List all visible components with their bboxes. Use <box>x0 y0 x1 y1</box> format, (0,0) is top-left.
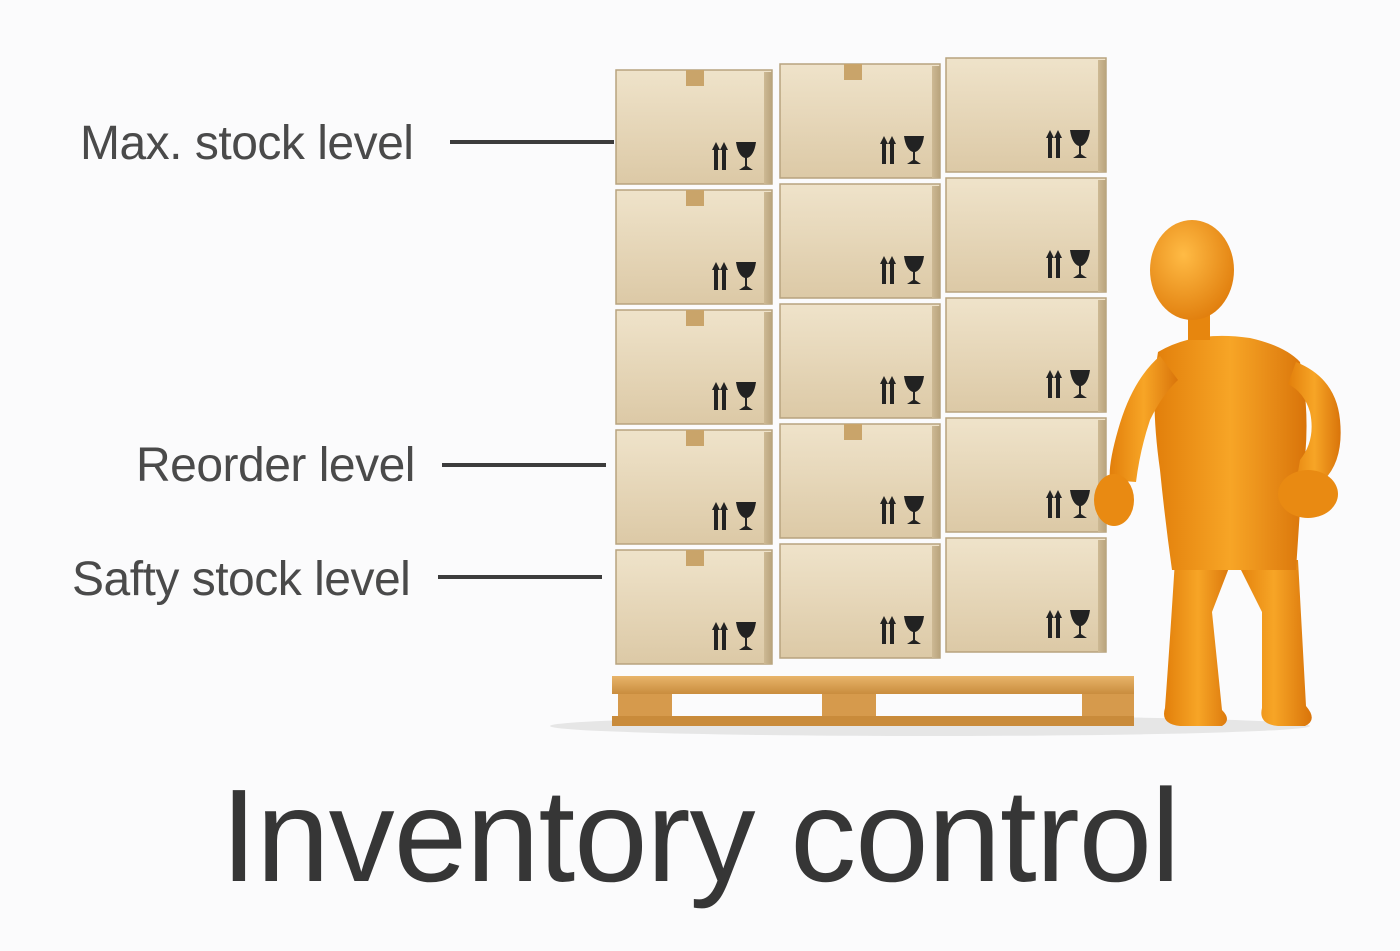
cardboard-box <box>945 417 1107 533</box>
tape <box>686 70 704 86</box>
cardboard-box <box>615 549 773 665</box>
this-side-up-and-fragile-icon <box>880 616 924 644</box>
max-stock-level-label: Max. stock level <box>80 117 414 170</box>
cardboard-box <box>779 543 941 659</box>
this-side-up-and-fragile-icon <box>1046 250 1090 278</box>
this-side-up-and-fragile-icon <box>1046 370 1090 398</box>
tape <box>686 430 704 446</box>
this-side-up-and-fragile-icon <box>880 496 924 524</box>
cardboard-box <box>945 297 1107 413</box>
this-side-up-and-fragile-icon <box>880 136 924 164</box>
this-side-up-and-fragile-icon <box>712 502 756 530</box>
cardboard-box <box>779 423 941 539</box>
this-side-up-and-fragile-icon <box>1046 130 1090 158</box>
cardboard-box <box>615 189 773 305</box>
cardboard-box <box>779 63 941 179</box>
cardboard-box <box>615 429 773 545</box>
max-stock-level-leader-line <box>450 140 614 144</box>
page-title: Inventory control <box>220 762 1181 909</box>
cardboard-box <box>779 183 941 299</box>
cardboard-box <box>945 537 1107 653</box>
box-stack <box>615 57 1107 665</box>
tape <box>686 190 704 206</box>
cardboard-box <box>615 69 773 185</box>
pallet <box>612 676 1134 726</box>
cardboard-box <box>779 303 941 419</box>
cardboard-box <box>945 57 1107 173</box>
this-side-up-and-fragile-icon <box>880 256 924 284</box>
cardboard-box <box>615 309 773 425</box>
safety-stock-level-label: Safty stock level <box>72 553 411 606</box>
cardboard-box <box>945 177 1107 293</box>
safety-stock-level-leader-line <box>438 575 602 579</box>
reorder-level-leader-line <box>442 463 606 467</box>
tape <box>844 424 862 440</box>
tape <box>686 310 704 326</box>
this-side-up-and-fragile-icon <box>1046 490 1090 518</box>
this-side-up-and-fragile-icon <box>712 382 756 410</box>
reorder-level-label: Reorder level <box>136 439 415 492</box>
this-side-up-and-fragile-icon <box>712 142 756 170</box>
this-side-up-and-fragile-icon <box>712 262 756 290</box>
tape <box>686 550 704 566</box>
orange-person-icon <box>1094 220 1341 726</box>
tape <box>844 64 862 80</box>
this-side-up-and-fragile-icon <box>1046 610 1090 638</box>
this-side-up-and-fragile-icon <box>712 622 756 650</box>
this-side-up-and-fragile-icon <box>880 376 924 404</box>
